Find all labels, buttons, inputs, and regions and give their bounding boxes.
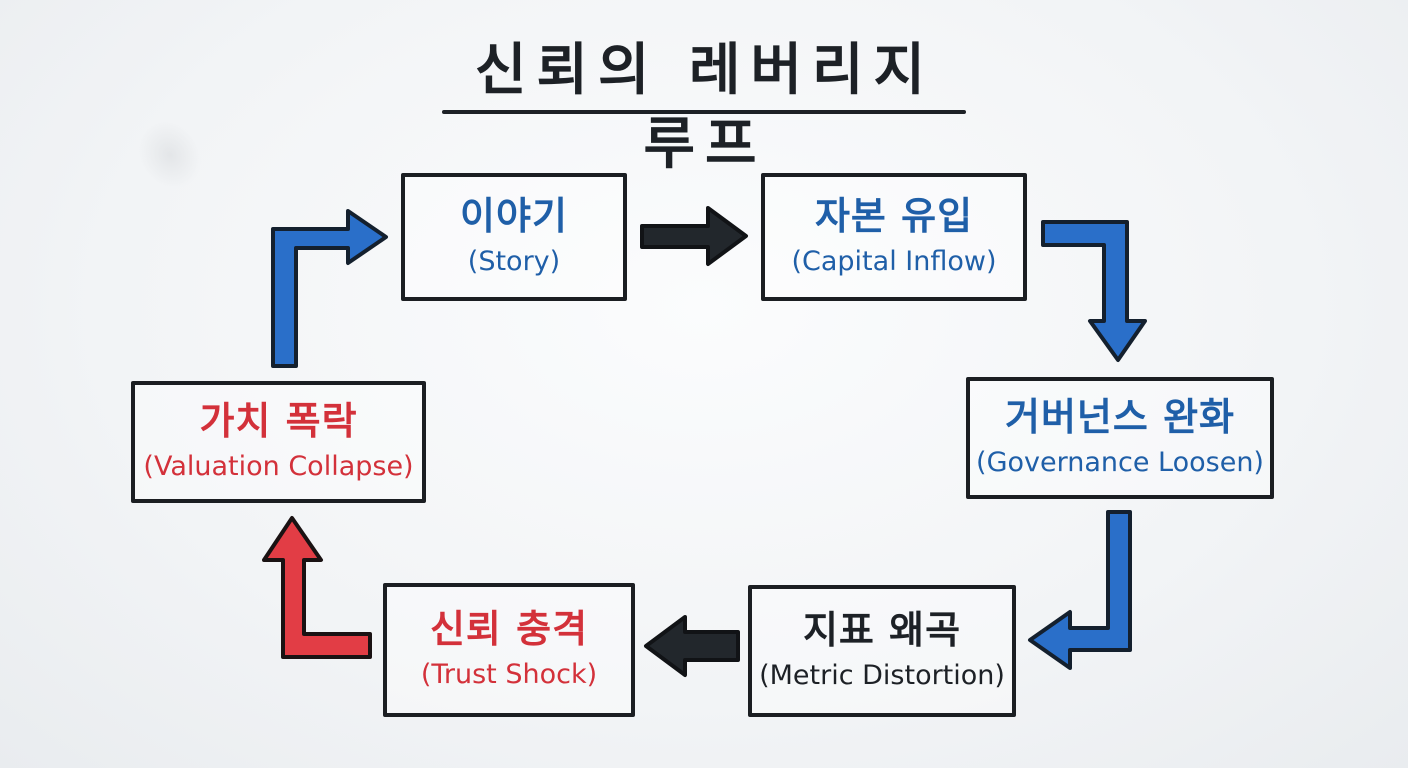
node-story-label-en: (Story) <box>467 246 561 277</box>
arrow-left-icon <box>644 615 740 677</box>
node-governance-loosen-label-en: (Governance Loosen) <box>976 447 1264 478</box>
node-trust-shock-label-ko: 신뢰 충격 <box>429 607 589 651</box>
node-metric-distortion-label-ko: 지표 왜곡 <box>802 608 962 652</box>
node-governance-loosen-label-ko: 거버넌스 완화 <box>1005 395 1235 439</box>
node-capital-inflow: 자본 유입 (Capital Inflow) <box>761 173 1027 301</box>
node-governance-loosen: 거버넌스 완화 (Governance Loosen) <box>966 377 1274 499</box>
node-valuation-collapse: 가치 폭락 (Valuation Collapse) <box>131 381 426 503</box>
node-story-label-ko: 이야기 <box>460 194 568 238</box>
title-underline <box>442 110 966 114</box>
node-valuation-collapse-label-ko: 가치 폭락 <box>199 399 358 443</box>
node-capital-inflow-label-ko: 자본 유입 <box>814 194 974 238</box>
arrow-bend-right-icon <box>271 209 388 368</box>
node-metric-distortion-label-en: (Metric Distortion) <box>759 660 1005 691</box>
arrow-bend-up-icon <box>262 516 372 659</box>
node-trust-shock: 신뢰 충격 (Trust Shock) <box>383 583 635 717</box>
arrow-bend-down-icon <box>1041 220 1147 362</box>
node-metric-distortion: 지표 왜곡 (Metric Distortion) <box>748 585 1016 717</box>
node-story: 이야기 (Story) <box>401 173 627 301</box>
node-capital-inflow-label-en: (Capital Inflow) <box>791 246 997 277</box>
node-valuation-collapse-label-en: (Valuation Collapse) <box>143 451 414 482</box>
arrow-right-icon <box>640 206 748 266</box>
diagram-title: 신뢰의 레버리지 루프 <box>474 38 936 177</box>
arrow-bend-left-icon <box>1028 510 1132 670</box>
whiteboard-smudge <box>126 109 214 201</box>
node-trust-shock-label-en: (Trust Shock) <box>420 659 598 690</box>
